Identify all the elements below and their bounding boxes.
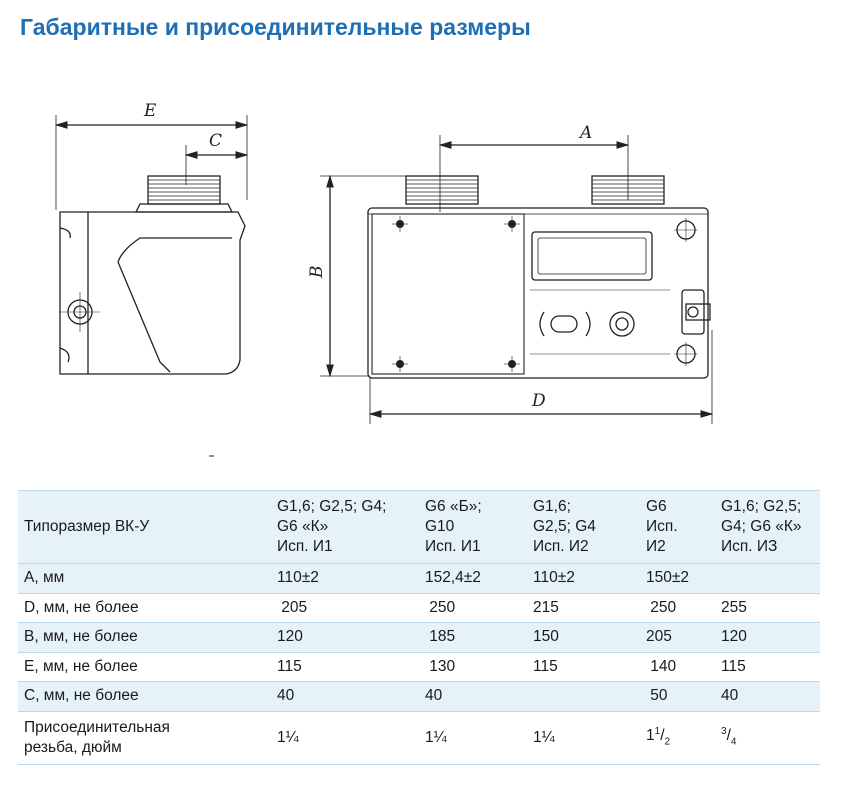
table-cell: 255 bbox=[717, 593, 820, 623]
dimension-drawing: E C A B D bbox=[54, 101, 714, 457]
table-cell bbox=[717, 563, 820, 594]
dimension-label-b: B bbox=[307, 266, 327, 280]
table-cell: 40 bbox=[717, 681, 820, 712]
header-line: G10 bbox=[425, 518, 455, 535]
table-cell: 150±2 bbox=[642, 563, 717, 594]
front-view bbox=[320, 135, 714, 424]
header-cell: G6 «Б»; G10 Исп. И1 bbox=[421, 490, 529, 564]
row-label: D, мм, не более bbox=[18, 593, 273, 623]
table-cell: 115 bbox=[529, 652, 642, 682]
fraction-whole: 1 bbox=[646, 727, 655, 745]
row-label-line: Присоединительная bbox=[24, 718, 170, 736]
header-line: G1,6; G2,5; G4; bbox=[277, 498, 387, 515]
row-label: E, мм, не более bbox=[18, 652, 273, 682]
fraction-denominator: 2 bbox=[664, 736, 671, 748]
table-cell: 130 bbox=[421, 652, 529, 682]
table-cell: 250 bbox=[421, 593, 529, 623]
header-cell: G1,6; G2,5; G4; G6 «К» Исп. ИЗ bbox=[717, 490, 820, 564]
table-cell: 115 bbox=[717, 652, 820, 682]
table-cell: 120 bbox=[717, 622, 820, 653]
dimension-label-d: D bbox=[531, 391, 546, 411]
header-line: G1,6; G2,5; bbox=[721, 498, 802, 515]
side-view bbox=[54, 115, 249, 375]
header-line: Исп. И1 bbox=[425, 538, 481, 555]
table-row: E, мм, не более 115 130 115 140 115 bbox=[18, 652, 820, 682]
header-line: И2 bbox=[646, 538, 666, 555]
table-cell: 3/4 bbox=[717, 711, 820, 765]
header-cell: G6 Исп. И2 bbox=[642, 490, 717, 564]
header-line: Исп. И2 bbox=[533, 538, 589, 555]
table-cell: 205 bbox=[642, 622, 717, 653]
table-cell: 11/2 bbox=[642, 711, 717, 765]
table-cell: 40 bbox=[421, 681, 529, 712]
table-cell: 1¼ bbox=[421, 711, 529, 765]
table-cell: 40 bbox=[273, 681, 421, 712]
header-line: G1,6; bbox=[533, 498, 571, 515]
header-line: G4; G6 «К» bbox=[721, 518, 802, 535]
table-cell bbox=[529, 681, 642, 712]
table-cell: 152,4±2 bbox=[421, 563, 529, 594]
dimension-label-a: A bbox=[578, 123, 592, 143]
header-line: Исп. И1 bbox=[277, 538, 333, 555]
header-line: Исп. bbox=[646, 518, 678, 535]
table-row: D, мм, не более 205 250 215 250 255 bbox=[18, 593, 820, 623]
fraction-denominator: 4 bbox=[730, 736, 737, 748]
header-cell: Типоразмер ВК-У bbox=[18, 490, 273, 564]
table-cell: 250 bbox=[642, 593, 717, 623]
dimension-label-e: E bbox=[143, 101, 157, 121]
table-cell: 110±2 bbox=[273, 563, 421, 594]
table-cell: 205 bbox=[273, 593, 421, 623]
table-cell: 1¼ bbox=[273, 711, 421, 765]
fraction-numerator: 3 bbox=[721, 726, 727, 738]
row-label: C, мм, не более bbox=[18, 681, 273, 712]
row-label: B, мм, не более bbox=[18, 622, 273, 653]
header-cell: G1,6; G2,5; G4; G6 «К» Исп. И1 bbox=[273, 490, 421, 564]
table-cell: 140 bbox=[642, 652, 717, 682]
table-cell: 185 bbox=[421, 622, 529, 653]
header-cell: G1,6; G2,5; G4 Исп. И2 bbox=[529, 490, 642, 564]
row-label: A, мм bbox=[18, 563, 273, 594]
dimensions-table: Типоразмер ВК-У G1,6; G2,5; G4; G6 «К» И… bbox=[18, 490, 820, 765]
header-line: G6 «Б»; bbox=[425, 498, 482, 515]
table-cell: 110±2 bbox=[529, 563, 642, 594]
header-line: G2,5; G4 bbox=[533, 518, 596, 535]
table-cell: 150 bbox=[529, 622, 642, 653]
table-row: A, мм 110±2 152,4±2 110±2 150±2 bbox=[18, 563, 820, 594]
header-line: G6 «К» bbox=[277, 518, 329, 535]
table-row: C, мм, не более 40 40 50 40 bbox=[18, 681, 820, 712]
table-cell: 120 bbox=[273, 622, 421, 653]
table-header-row: Типоразмер ВК-У G1,6; G2,5; G4; G6 «К» И… bbox=[18, 490, 820, 564]
table-row: B, мм, не более 120 185 150 205 120 bbox=[18, 622, 820, 653]
page-title: Габаритные и присоединительные размеры bbox=[20, 14, 531, 40]
header-line: G6 bbox=[646, 498, 667, 515]
table-cell: 50 bbox=[642, 681, 717, 712]
row-label-line: резьба, дюйм bbox=[24, 738, 122, 756]
table-cell: 215 bbox=[529, 593, 642, 623]
table-row: Присоединительная резьба, дюйм 1¼ 1¼ 1¼ … bbox=[18, 711, 820, 765]
dimension-label-c: C bbox=[209, 131, 222, 151]
fraction-numerator: 1 bbox=[654, 726, 661, 738]
row-label: Присоединительная резьба, дюйм bbox=[18, 711, 273, 765]
header-line: Исп. ИЗ bbox=[721, 538, 778, 555]
table-cell: 115 bbox=[273, 652, 421, 682]
table-cell: 1¼ bbox=[529, 711, 642, 765]
